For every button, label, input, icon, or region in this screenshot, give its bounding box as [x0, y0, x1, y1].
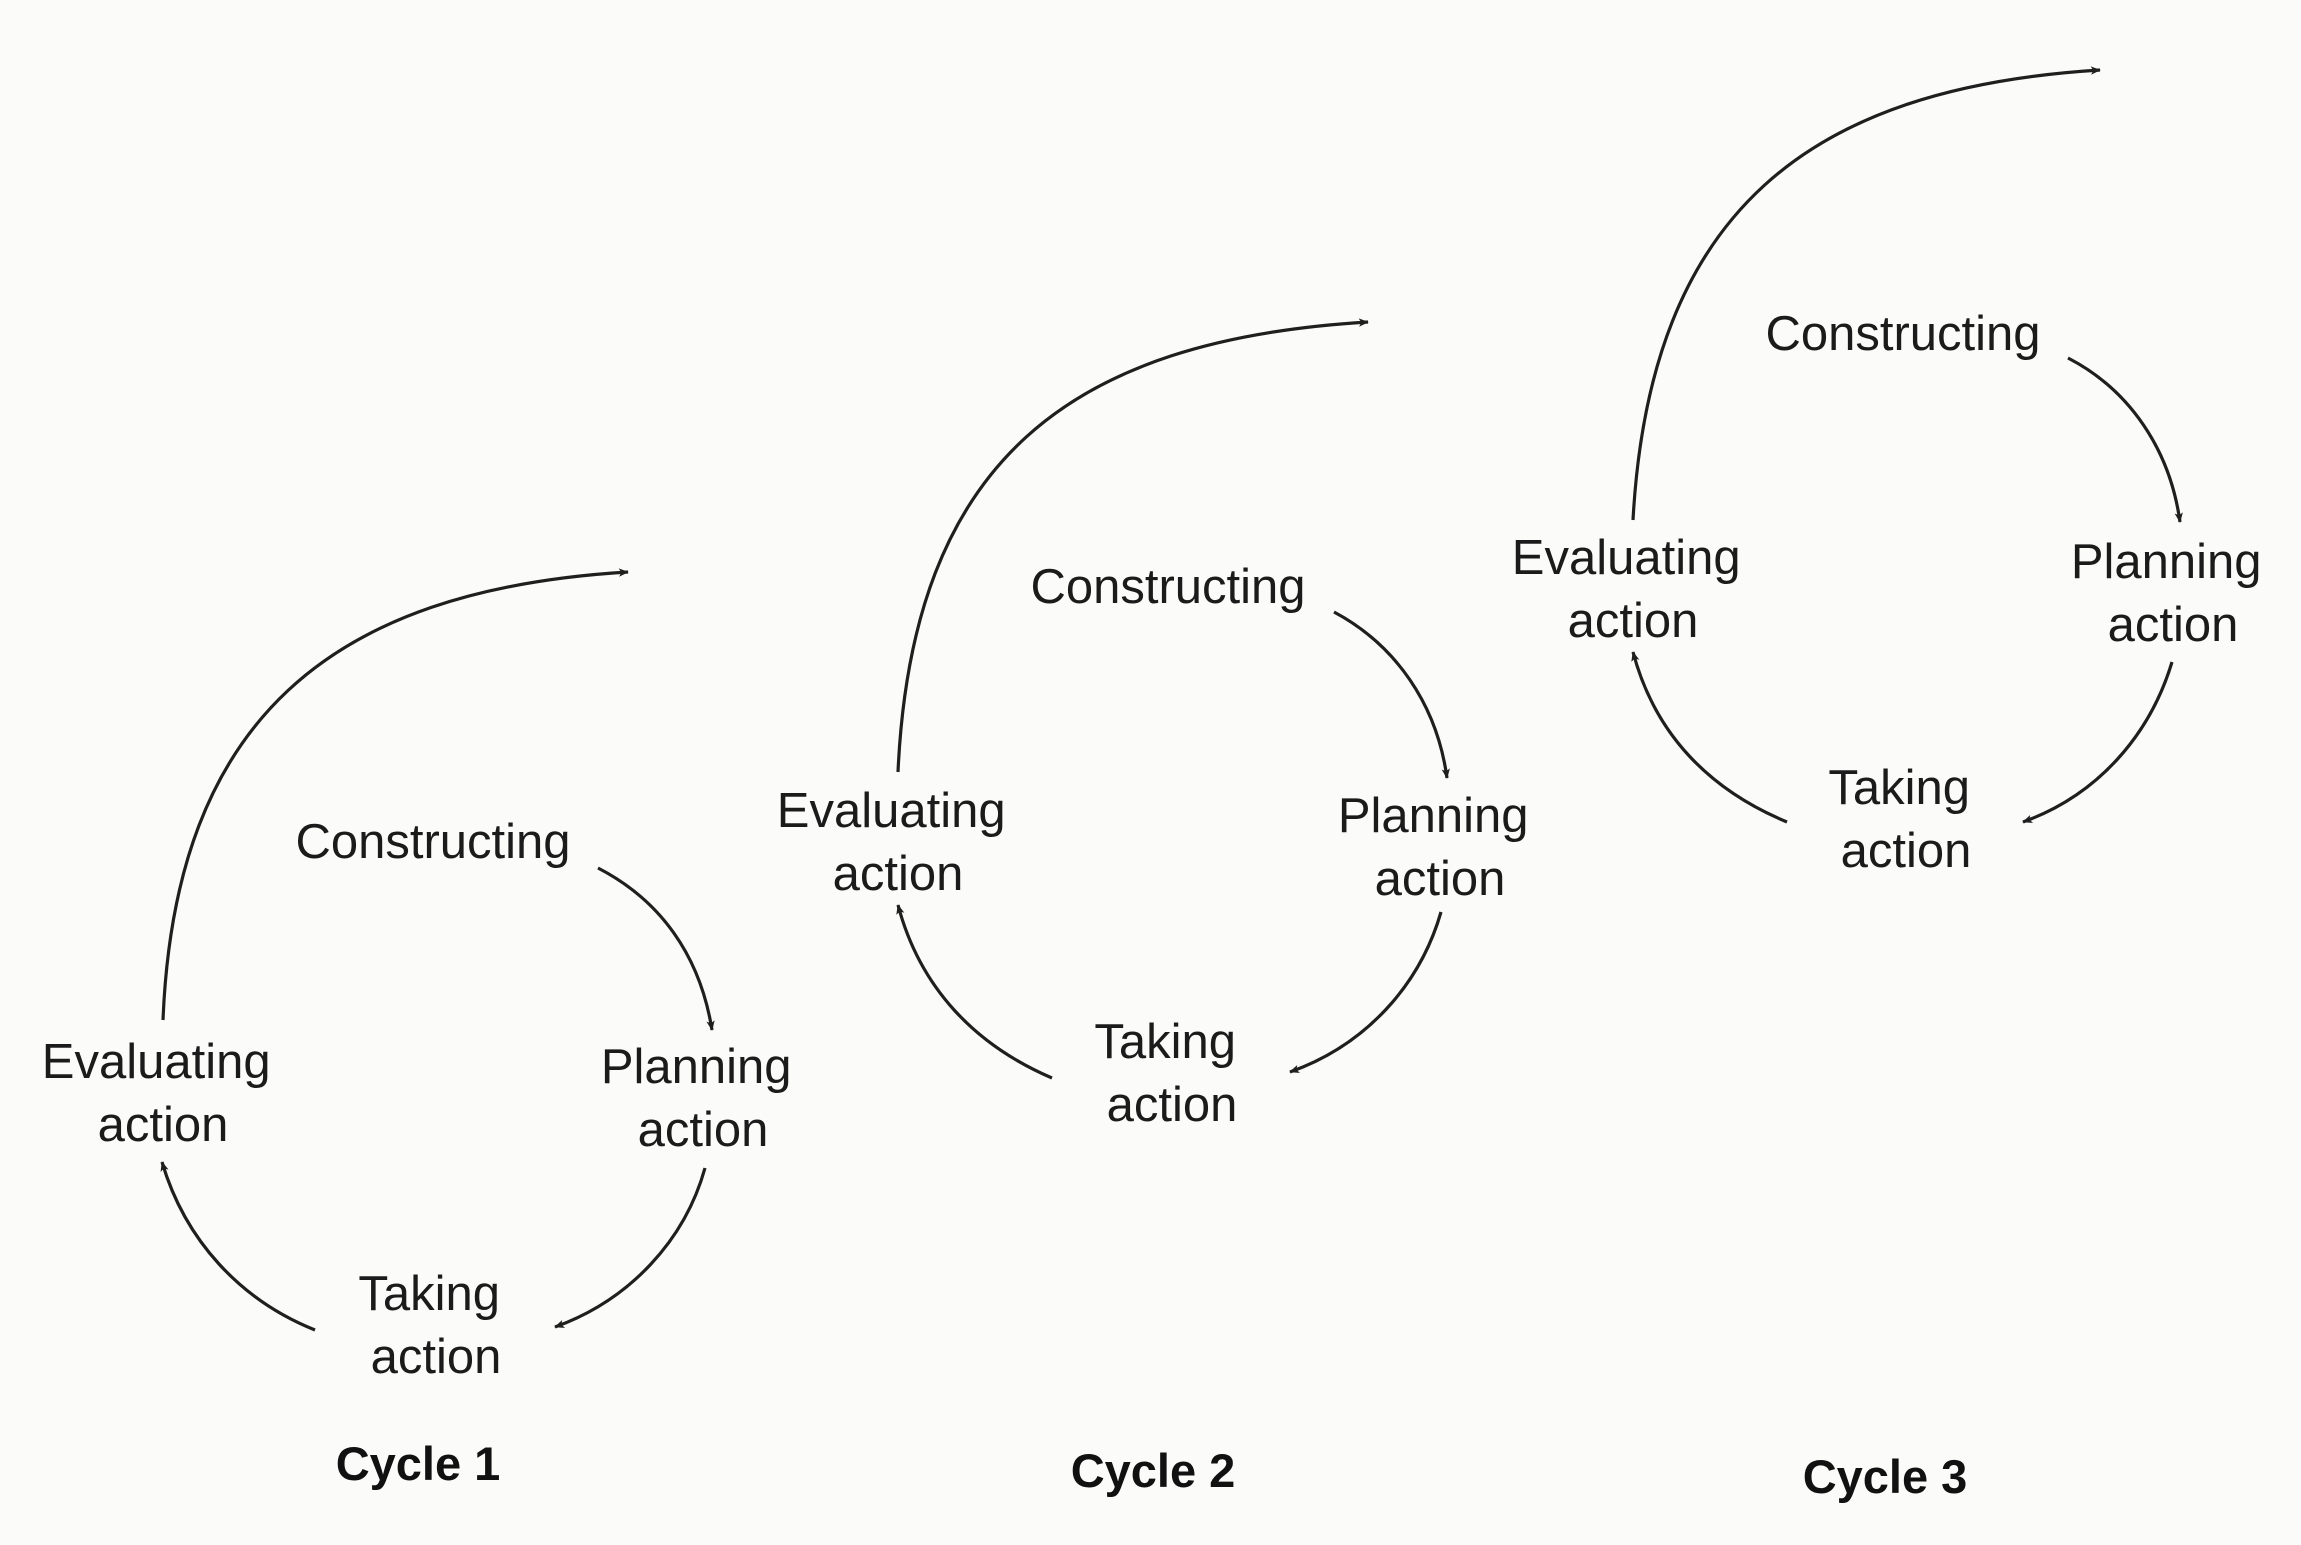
cycle-2-constructing-to-planning-arrow — [1333, 610, 1450, 779]
cycle-3-evaluating-line-2: action — [1568, 594, 1699, 648]
cycle-1-taking-to-evaluating-arrow — [160, 1161, 316, 1332]
cycle-1-title: Cycle 1 — [336, 1437, 501, 1490]
cycle-2: Constructing Planning action Taking acti… — [777, 318, 1542, 1497]
cycle-1-taking-line-2: action — [371, 1330, 502, 1384]
cycle-2-taking-line-1: Taking — [1094, 1015, 1236, 1069]
cycle-2-constructing-label: Constructing — [1030, 560, 1305, 614]
cycle-2-evaluating-line-1: Evaluating — [777, 784, 1006, 838]
cycle-3-evaluating-line-1: Evaluating — [1512, 531, 1741, 585]
cycle-3-taking-line-1: Taking — [1828, 761, 1970, 815]
cycle-2-planning-line-2: action — [1375, 852, 1506, 906]
cycle-1-evaluating-line-2: action — [98, 1098, 229, 1152]
cycle-1-taking-label: Taking action — [358, 1267, 513, 1384]
cycle-1-planning-line-1: Planning — [601, 1040, 792, 1094]
cycle-1-evaluating-line-1: Evaluating — [42, 1035, 271, 1089]
cycle-3-title: Cycle 3 — [1803, 1450, 1968, 1503]
cycle-3-planning-line-2: action — [2108, 598, 2239, 652]
cycle-3-planning-label: Planning action — [2071, 535, 2275, 652]
cycle-2-taking-label: Taking action — [1094, 1015, 1249, 1132]
cycle-3-taking-line-2: action — [1841, 824, 1972, 878]
cycle-2-planning-line-1: Planning — [1338, 789, 1529, 843]
cycle-1-planning-to-taking-arrow — [554, 1167, 707, 1329]
cycle-3-taking-to-evaluating-arrow — [1631, 651, 1788, 824]
cycle-2-title: Cycle 2 — [1071, 1444, 1236, 1497]
cycle-2-evaluating-line-2: action — [833, 847, 964, 901]
cycle-3-constructing-to-planning-arrow — [2067, 356, 2183, 523]
cycle-3-taking-label: Taking action — [1828, 761, 1983, 878]
cycle-3-evaluating-label: Evaluating action — [1512, 531, 1754, 648]
cycle-1-constructing-to-planning-arrow — [597, 866, 715, 1031]
cycle-2-taking-to-evaluating-arrow — [896, 904, 1053, 1080]
cycle-3-transition-arrow — [1631, 66, 2101, 521]
cycle-1-planning-line-2: action — [638, 1103, 769, 1157]
cycle-3-planning-line-1: Planning — [2071, 535, 2262, 589]
cycle-2-taking-line-2: action — [1107, 1078, 1238, 1132]
cycle-2-planning-label: Planning action — [1338, 789, 1542, 906]
cycle-2-evaluating-label: Evaluating action — [777, 784, 1019, 901]
cycle-1-constructing-label: Constructing — [295, 815, 570, 869]
cycle-2-planning-to-taking-arrow — [1289, 911, 1443, 1074]
cycle-1-transition-arrow — [161, 568, 629, 1021]
cycle-1-taking-line-1: Taking — [358, 1267, 500, 1321]
cycle-1-evaluating-label: Evaluating action — [42, 1035, 284, 1152]
cycle-1: Constructing Planning action Taking acti… — [42, 568, 805, 1490]
cycle-1-planning-label: Planning action — [601, 1040, 805, 1157]
cycle-3-planning-to-taking-arrow — [2022, 661, 2174, 824]
cycle-2-transition-arrow — [896, 318, 1369, 773]
cycle-3: Constructing Planning action Taking acti… — [1512, 66, 2275, 1503]
cycle-3-constructing-label: Constructing — [1765, 307, 2040, 361]
